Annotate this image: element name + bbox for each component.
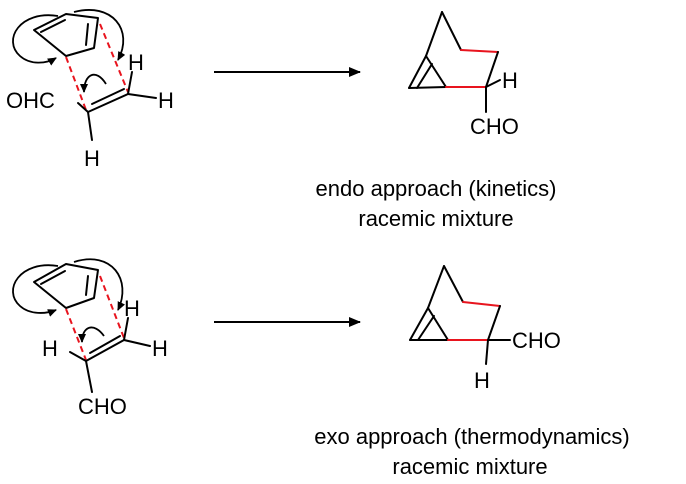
endo-reactants: OHC H H H bbox=[6, 9, 174, 171]
forming-bond-left-1 bbox=[65, 56, 87, 111]
hydrogen-label-right-2: H bbox=[152, 336, 168, 361]
forming-bond-left-2 bbox=[65, 308, 87, 361]
cyclopentadiene-2 bbox=[33, 263, 99, 309]
forming-bond-right-1 bbox=[99, 23, 129, 93]
caption-exo-line1: exo approach (thermodynamics) bbox=[314, 424, 629, 449]
caption-endo-line2: racemic mixture bbox=[358, 206, 513, 231]
curly-arrow-ring-right-2 bbox=[73, 258, 126, 311]
norbornene-1 bbox=[408, 11, 501, 113]
cyclopentadiene-1 bbox=[33, 13, 99, 57]
new-bond-top-1 bbox=[460, 49, 499, 53]
caption-endo-line1: endo approach (kinetics) bbox=[316, 176, 557, 201]
aldehyde-label-2: CHO bbox=[78, 394, 127, 419]
hydrogen-label-top-1: H bbox=[128, 50, 144, 75]
curly-arrow-ring-left-1 bbox=[12, 14, 59, 66]
curly-arrow-alkene-2 bbox=[78, 326, 105, 343]
hydrogen-label-top-2: H bbox=[124, 296, 140, 321]
aldehyde-label-1: OHC bbox=[6, 88, 55, 113]
exo-row: H H H CHO CHO H exo approach ( bbox=[12, 258, 630, 479]
curly-arrow-ring-right-1 bbox=[73, 9, 126, 61]
forming-bond-right-2 bbox=[99, 275, 125, 339]
hydrogen-label-right-1: H bbox=[158, 88, 174, 113]
acrolein-1 bbox=[77, 71, 157, 141]
hydrogen-label-bottom-1: H bbox=[84, 146, 100, 171]
norbornene-2 bbox=[409, 265, 511, 365]
exo-product: CHO H bbox=[409, 265, 561, 393]
acrolein-2 bbox=[69, 317, 151, 393]
curly-arrow-ring-left-2 bbox=[12, 264, 59, 317]
endo-row: OHC H H H H CHO endo approach bbox=[6, 9, 557, 231]
new-bond-top-2 bbox=[462, 301, 501, 307]
curly-arrow-alkene-1 bbox=[80, 73, 107, 93]
caption-exo-line2: racemic mixture bbox=[392, 454, 547, 479]
product-hydrogen-1: H bbox=[502, 68, 518, 93]
exo-reactants: H H H CHO bbox=[12, 258, 168, 419]
product-substituent-1: CHO bbox=[470, 114, 519, 139]
product-hydrogen-2: H bbox=[474, 368, 490, 393]
product-substituent-2: CHO bbox=[512, 328, 561, 353]
endo-product: H CHO bbox=[408, 11, 519, 139]
hydrogen-label-left-2: H bbox=[42, 336, 58, 361]
